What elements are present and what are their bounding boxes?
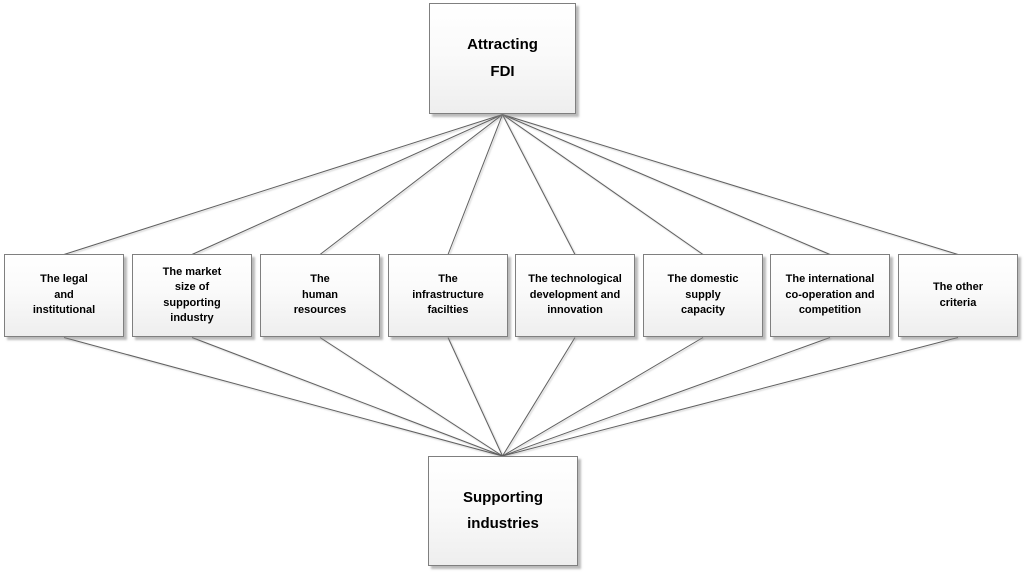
- criteria-domestic-supply-capacity: The domestic supply capacity: [643, 254, 763, 337]
- criteria-other: The other criteria: [898, 254, 1018, 337]
- edge-criteria-3-to-bottom: [447, 337, 503, 457]
- criteria-international-cooperation-competition: The international co-operation and compe…: [770, 254, 890, 337]
- edge-top-to-criteria-0: [63, 114, 503, 255]
- edge-criteria-7-to-bottom: [502, 337, 959, 457]
- edge-criteria-5-to-bottom: [502, 337, 704, 457]
- edge-criteria-4-to-bottom: [502, 337, 576, 457]
- edge-top-to-criteria-6: [502, 114, 831, 255]
- edge-criteria-1-to-bottom: [191, 337, 503, 457]
- edge-top-to-criteria-2: [319, 114, 503, 255]
- node-attracting-fdi: Attracting FDI: [429, 3, 576, 114]
- edge-criteria-6-to-bottom: [502, 337, 831, 457]
- edge-criteria-2-to-bottom: [319, 337, 503, 457]
- criteria-legal-institutional: The legal and institutional: [4, 254, 124, 337]
- criteria-human-resources: The human resources: [260, 254, 380, 337]
- edge-top-to-criteria-5: [502, 114, 704, 255]
- criteria-infrastructure-facilities: The infrastructure facilties: [388, 254, 508, 337]
- criteria-market-size-supporting-industry: The market size of supporting industry: [132, 254, 252, 337]
- edge-top-to-criteria-3: [447, 114, 503, 255]
- edge-top-to-criteria-4: [502, 114, 576, 255]
- edge-criteria-0-to-bottom: [63, 337, 503, 457]
- edge-top-to-criteria-7: [502, 114, 959, 255]
- node-supporting-industries: Supporting industries: [428, 456, 578, 566]
- edge-top-to-criteria-1: [191, 114, 503, 255]
- criteria-technological-development-innovation: The technological development and innova…: [515, 254, 635, 337]
